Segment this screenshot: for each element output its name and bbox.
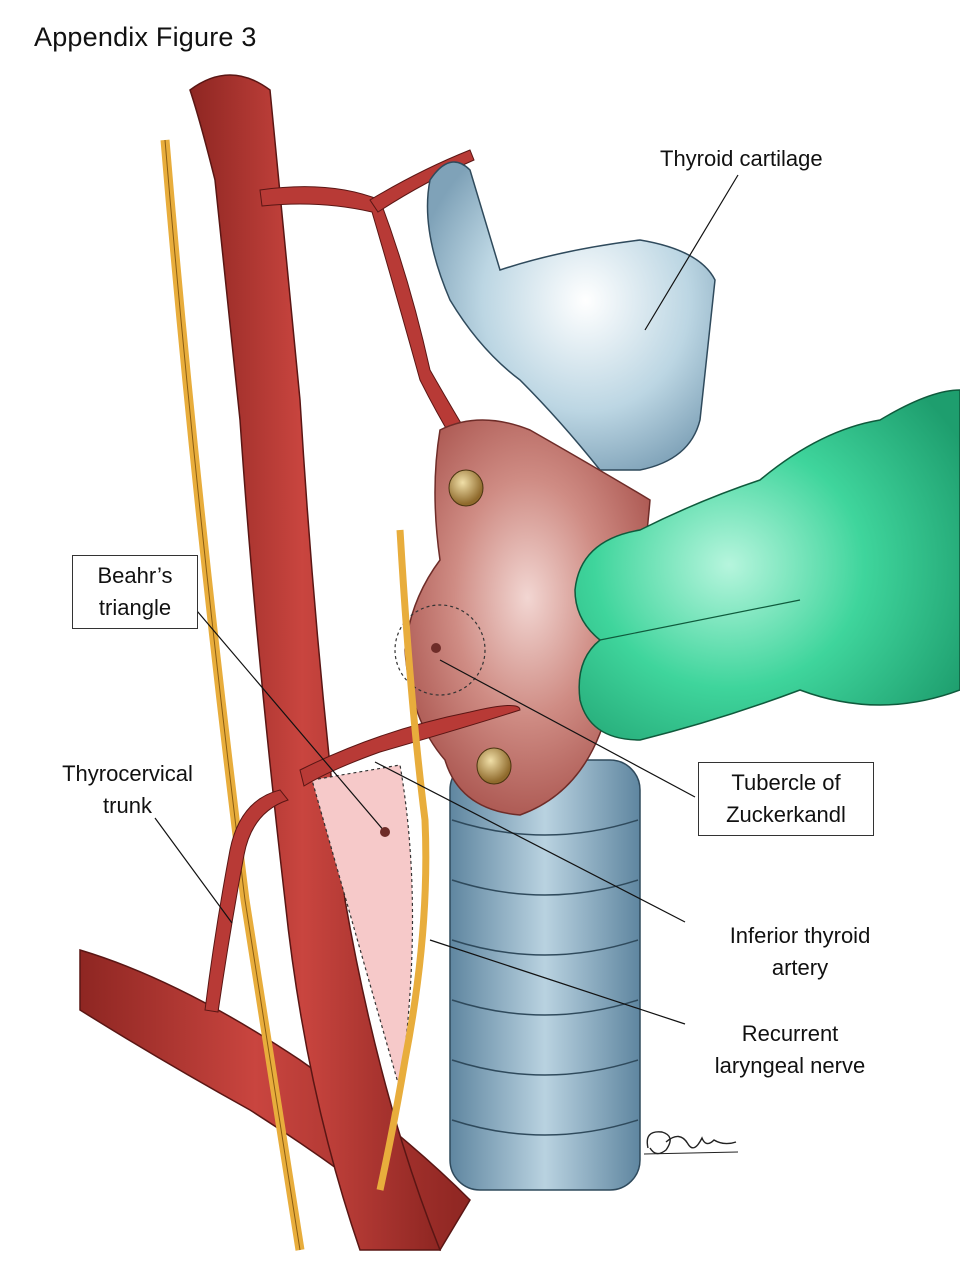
label-tubercle-line1: Tubercle of (731, 770, 841, 795)
carotid-artery (189, 74, 442, 1251)
label-ita-line1: Inferior thyroid (729, 923, 871, 948)
tubercle-circle (394, 604, 486, 696)
label-beahrs-line1: Beahr’s (97, 563, 173, 588)
surgeon-glove (574, 389, 960, 741)
label-tubercle-line2: Zuckerkandl (726, 802, 846, 827)
label-thyrocervical-trunk: Thyrocervical trunk (45, 758, 210, 822)
label-thyroid-cartilage: Thyroid cartilage (660, 143, 823, 175)
label-thyrocervical-line1: Thyrocervical (62, 761, 193, 786)
label-tubercle-of-zuckerkandl: Tubercle of Zuckerkandl (698, 762, 874, 836)
label-recurrent-laryngeal-nerve: Recurrent laryngeal nerve (690, 1018, 890, 1082)
inferior-parathyroid (476, 747, 512, 785)
thyroid-cartilage-shape (426, 161, 716, 471)
label-beahrs-triangle: Beahr’s triangle (72, 555, 198, 629)
artist-signature (643, 1131, 739, 1155)
inferior-thyroid-artery-shape (299, 705, 521, 787)
figure-title: Appendix Figure 3 (34, 22, 257, 52)
label-beahrs-line2: triangle (98, 595, 172, 620)
thyrocervical-trunk-shape (204, 789, 289, 1013)
recurrent-laryngeal-nerve (376, 529, 430, 1191)
tubercle-marker (431, 643, 441, 653)
leader-lines (154, 174, 739, 1025)
label-thyroid-cartilage-text: Thyroid cartilage (660, 146, 823, 171)
label-rln-line1: Recurrent (741, 1021, 839, 1046)
beahrs-marker (380, 827, 390, 837)
trachea (449, 759, 641, 1191)
label-thyrocervical-line2: trunk (103, 793, 152, 818)
label-inferior-thyroid-artery: Inferior thyroid artery (705, 920, 895, 984)
vagus-nerve-outline (164, 139, 301, 1251)
label-rln-line2: laryngeal nerve (714, 1053, 866, 1078)
superior-parathyroid (448, 469, 484, 507)
label-ita-line2: artery (771, 955, 829, 980)
